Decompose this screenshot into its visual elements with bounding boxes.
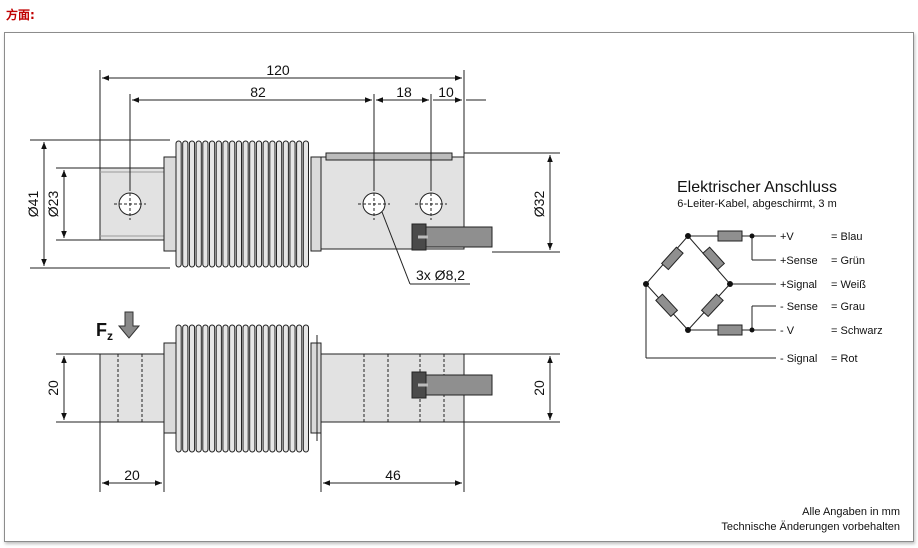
wire-color-label: = Grün [831,255,865,267]
force-arrow-icon [117,311,141,339]
bellows-rib [262,140,269,268]
bellows-rib [242,140,249,268]
dim-holes: 3x Ø8,2 [416,267,465,283]
left-block-side [99,353,165,423]
bellows-rib [229,140,236,268]
bellows-rib [269,324,276,453]
bellows-rib [262,324,269,453]
wiring-subtitle: 6-Leiter-Kabel, abgeschirmt, 3 m [677,198,837,210]
resistor-lower-left [655,293,679,318]
bellows-rib [289,324,296,453]
bellows-rib [296,140,303,268]
resistor-lower-right [700,293,724,318]
bellows-rib [195,324,202,453]
dim-right-diameter: Ø32 [531,191,547,218]
dim-bottom-right: 46 [385,467,401,483]
right-flange-side [310,342,322,434]
wiring-title: Elektrischer Anschluss [677,179,837,196]
bellows-rib [209,140,216,268]
left-flange-side [163,342,177,434]
side-dimensions [56,353,560,492]
wire-color-label: = Blau [831,231,863,243]
bellows-rib [289,140,296,268]
wire-signal-label: - V [780,325,795,337]
bellows-rib [188,140,196,268]
mounting-holes [114,188,447,220]
bellows-rib [182,324,189,453]
bellows-rib [202,324,209,453]
resistor-upper-left [660,246,684,271]
bellows-rib [302,140,309,268]
cable-side [425,374,493,396]
bellows-top [175,140,309,268]
bellows-rib [235,324,243,453]
bellows-rib [296,324,303,453]
dim-inner-diameter: Ø23 [45,191,61,218]
bellows-rib [249,324,256,453]
bellows-rib [182,140,189,268]
left-flange-top [163,156,177,252]
right-flange-top [310,156,322,252]
note-units: Alle Angaben in mm [802,506,900,518]
bridge-nodes [643,233,755,333]
bellows-rib [222,324,229,453]
bellows-rib [175,324,182,453]
dim-height-right: 20 [531,380,547,396]
left-block-top [99,167,165,241]
bellows-rib [215,324,222,453]
bellows-rib [302,324,309,453]
bridge-circuit [645,230,776,359]
dim-outer-diameter: Ø41 [25,191,41,218]
wire-color-label: = Rot [831,353,858,365]
wire-signal-label: +V [780,231,794,243]
bellows-rib [229,324,236,453]
wire-color-label: = Grau [831,301,865,313]
bellows-rib [215,140,222,268]
dim-height-left: 20 [45,380,61,396]
resistor-upper-right [702,246,726,271]
bellows-rib [195,140,202,268]
page-header: 方面: [6,8,35,22]
bellows-rib [255,324,263,453]
bellows-rib [269,140,276,268]
bellows-rib [282,324,289,453]
wire-signal-label: +Signal [780,279,817,291]
wire-signal-label: - Sense [780,301,818,313]
dim-hole-offset: 18 [396,84,412,100]
force-label: Fz [96,320,113,343]
wire-signal-label: - Signal [780,353,817,365]
bellows-rib [276,140,283,268]
bellows-rib [188,324,196,453]
bellows-rib [249,140,256,268]
dim-end-offset: 10 [438,84,454,100]
bellows-rib [282,140,289,268]
top-dimensions [30,70,560,285]
wire-color-label: = Weiß [831,279,866,291]
bellows-rib [202,140,209,268]
resistor-plus-v [717,230,743,242]
bellows-side [175,324,309,453]
wire-signal-label: +Sense [780,255,818,267]
top-view [99,140,493,268]
note-changes: Technische Änderungen vorbehalten [721,521,900,533]
bellows-rib [255,140,263,268]
bellows-rib [175,140,182,268]
bellows-rib [222,140,229,268]
cable-top [425,226,493,248]
drawing-frame [4,32,914,542]
wiring-legend: +V = Blau +Sense = Grün +Signal = Weiß -… [780,231,883,365]
dim-bottom-left: 20 [124,467,140,483]
dim-hole-spacing: 82 [250,84,266,100]
resistor-minus-v [717,324,743,336]
side-view [99,324,493,453]
bellows-rib [242,324,249,453]
bellows-rib [276,324,283,453]
bellows-rib [209,324,216,453]
bellows-rib [235,140,243,268]
wire-color-label: = Schwarz [831,325,883,337]
dim-overall-length: 120 [266,62,290,78]
